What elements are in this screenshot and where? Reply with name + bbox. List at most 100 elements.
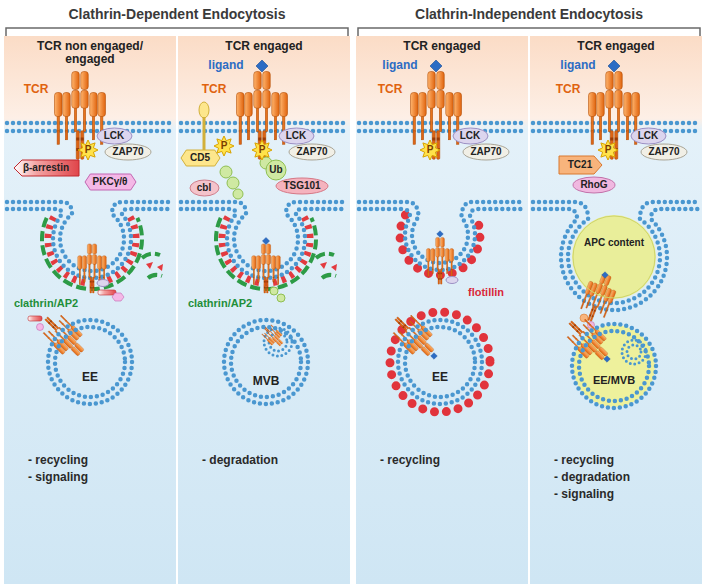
section-bracket xyxy=(6,28,348,36)
kinase-blob xyxy=(446,277,458,284)
label-holder: flotillin xyxy=(468,286,504,299)
protein-label: TSG101 xyxy=(283,180,320,192)
tcr-complex xyxy=(55,72,106,160)
label-holder: TCR xyxy=(24,83,49,97)
tsg101-protein: TSG101 xyxy=(275,177,329,195)
protein-label: ZAP70 xyxy=(296,146,327,158)
endosome-vesicle: EE/MVB xyxy=(569,321,659,411)
endosome-vesicle-shape xyxy=(45,317,135,407)
outcome-text: - recycling xyxy=(554,452,702,469)
compartment-label: APC content xyxy=(584,237,644,249)
membrane xyxy=(7,129,173,134)
ligand-label: ligand xyxy=(208,59,243,73)
lck-kinase: LCK xyxy=(278,127,315,145)
compartment-label: EE xyxy=(432,371,448,385)
label-holder: TCR xyxy=(202,83,227,97)
protein-label: PKCγ/θ xyxy=(93,176,128,188)
protein-label: β-arrestin xyxy=(23,162,69,174)
outcome-text: - degradation xyxy=(202,452,350,469)
zap70-kinase: ZAP70 xyxy=(104,143,152,161)
protein-label: P xyxy=(427,144,434,156)
cd5-ectodomain xyxy=(199,102,209,118)
protein-label: LCK xyxy=(104,130,125,142)
phospho-star: P xyxy=(420,140,440,160)
section-bracket xyxy=(358,28,700,36)
protein-label: LCK xyxy=(460,130,481,142)
tcr-complex xyxy=(411,72,462,160)
vesicle-membrane xyxy=(398,320,482,404)
lck-kinase: LCK xyxy=(630,127,667,145)
ligand-diamond xyxy=(604,356,611,363)
tcr-complex xyxy=(589,72,640,160)
mvb-vesicle: MVB xyxy=(221,317,311,407)
label-holder: TCR xyxy=(556,83,581,97)
lck-kinase-outline xyxy=(97,128,132,144)
lck-kinase-outline xyxy=(453,128,488,144)
cd5-hexagon: CD5 xyxy=(180,149,221,167)
phospho-star-outline xyxy=(598,140,618,160)
ubiquitin-circle: Ub xyxy=(265,159,287,181)
vesicle-membrane xyxy=(224,320,308,404)
endosome-vesicle: EE xyxy=(45,317,135,407)
label-holder: ligand xyxy=(382,59,417,73)
protein-label: LCK xyxy=(638,130,659,142)
lck-kinase-outline xyxy=(279,128,314,144)
label-holder: clathrin/AP2 xyxy=(188,297,252,310)
protein-label: P xyxy=(85,144,92,156)
outcome-text: - signaling xyxy=(28,469,176,486)
vesicle-membrane xyxy=(48,320,132,404)
apc-content: APC content xyxy=(572,215,656,299)
zap70-kinase-outline xyxy=(463,144,509,160)
outcome-text: - signaling xyxy=(554,486,702,503)
zap70-kinase: ZAP70 xyxy=(640,143,688,161)
pathway-panel: TCR engaged- degradationCD5LCKZAP70PPcbl… xyxy=(178,36,350,584)
endosome-vesicle-shape xyxy=(395,317,485,407)
panel-heading: TCR engaged xyxy=(554,40,678,53)
phospho-star-outline xyxy=(78,140,98,160)
panel-heading: TCR non engaged/ engaged xyxy=(28,40,152,66)
ubiquitin-bead xyxy=(233,189,243,199)
membrane xyxy=(533,202,699,303)
panel-ground xyxy=(530,36,702,584)
rhog-protein: RhoG xyxy=(572,176,616,194)
free-coat xyxy=(316,254,334,258)
cbl-ligase-outline xyxy=(190,180,219,196)
ligand-diamond xyxy=(262,237,269,244)
label-holder: Clathrin-Dependent Endocytosis xyxy=(68,6,285,22)
vesicle-membrane xyxy=(55,327,125,397)
arrestin-blob xyxy=(28,316,42,321)
tsg101-protein-outline xyxy=(276,178,328,194)
membrane xyxy=(181,121,347,126)
ubiquitin-circle-outline xyxy=(266,160,286,180)
ubiquitin-bead xyxy=(220,166,232,178)
tcr-complex xyxy=(36,308,91,363)
tcr-complex xyxy=(560,312,615,367)
tcr-label: TCR xyxy=(378,83,403,97)
lck-kinase: LCK xyxy=(452,127,489,145)
intraluminal-vesicle xyxy=(627,345,641,359)
coat-label: clathrin/AP2 xyxy=(188,297,252,310)
ligand-diamond xyxy=(608,60,620,72)
panel-ground xyxy=(356,36,528,584)
vesicle-membrane xyxy=(231,327,301,397)
membrane xyxy=(533,121,699,126)
protein-label: RhoG xyxy=(580,179,607,191)
ligand-diamond xyxy=(602,272,609,279)
phospho-star-outline xyxy=(214,136,234,156)
tc21-pentagon: TC21 xyxy=(558,155,603,175)
protein-label: ZAP70 xyxy=(470,146,501,158)
free-coat xyxy=(322,275,336,278)
section-heading: Clathrin-Independent Endocytosis xyxy=(415,6,643,22)
endosome-vesicle: EE xyxy=(395,317,485,407)
outcome-text: - recycling xyxy=(28,452,176,469)
tcr-complex xyxy=(386,308,441,363)
protein-label: cbl xyxy=(197,182,211,194)
protein-label: Ub xyxy=(269,164,282,176)
membrane xyxy=(7,121,173,126)
pathway-panel: TCR non engaged/ engaged - recycling- sig… xyxy=(4,36,176,584)
compartment-label: MVB xyxy=(253,375,280,389)
pathway-panel: TCR engaged- recycling- degradation- sig… xyxy=(530,36,702,584)
vesicle-membrane xyxy=(572,324,656,408)
protein-label: ZAP70 xyxy=(648,146,679,158)
compartment-label: EE/MVB xyxy=(593,374,635,387)
